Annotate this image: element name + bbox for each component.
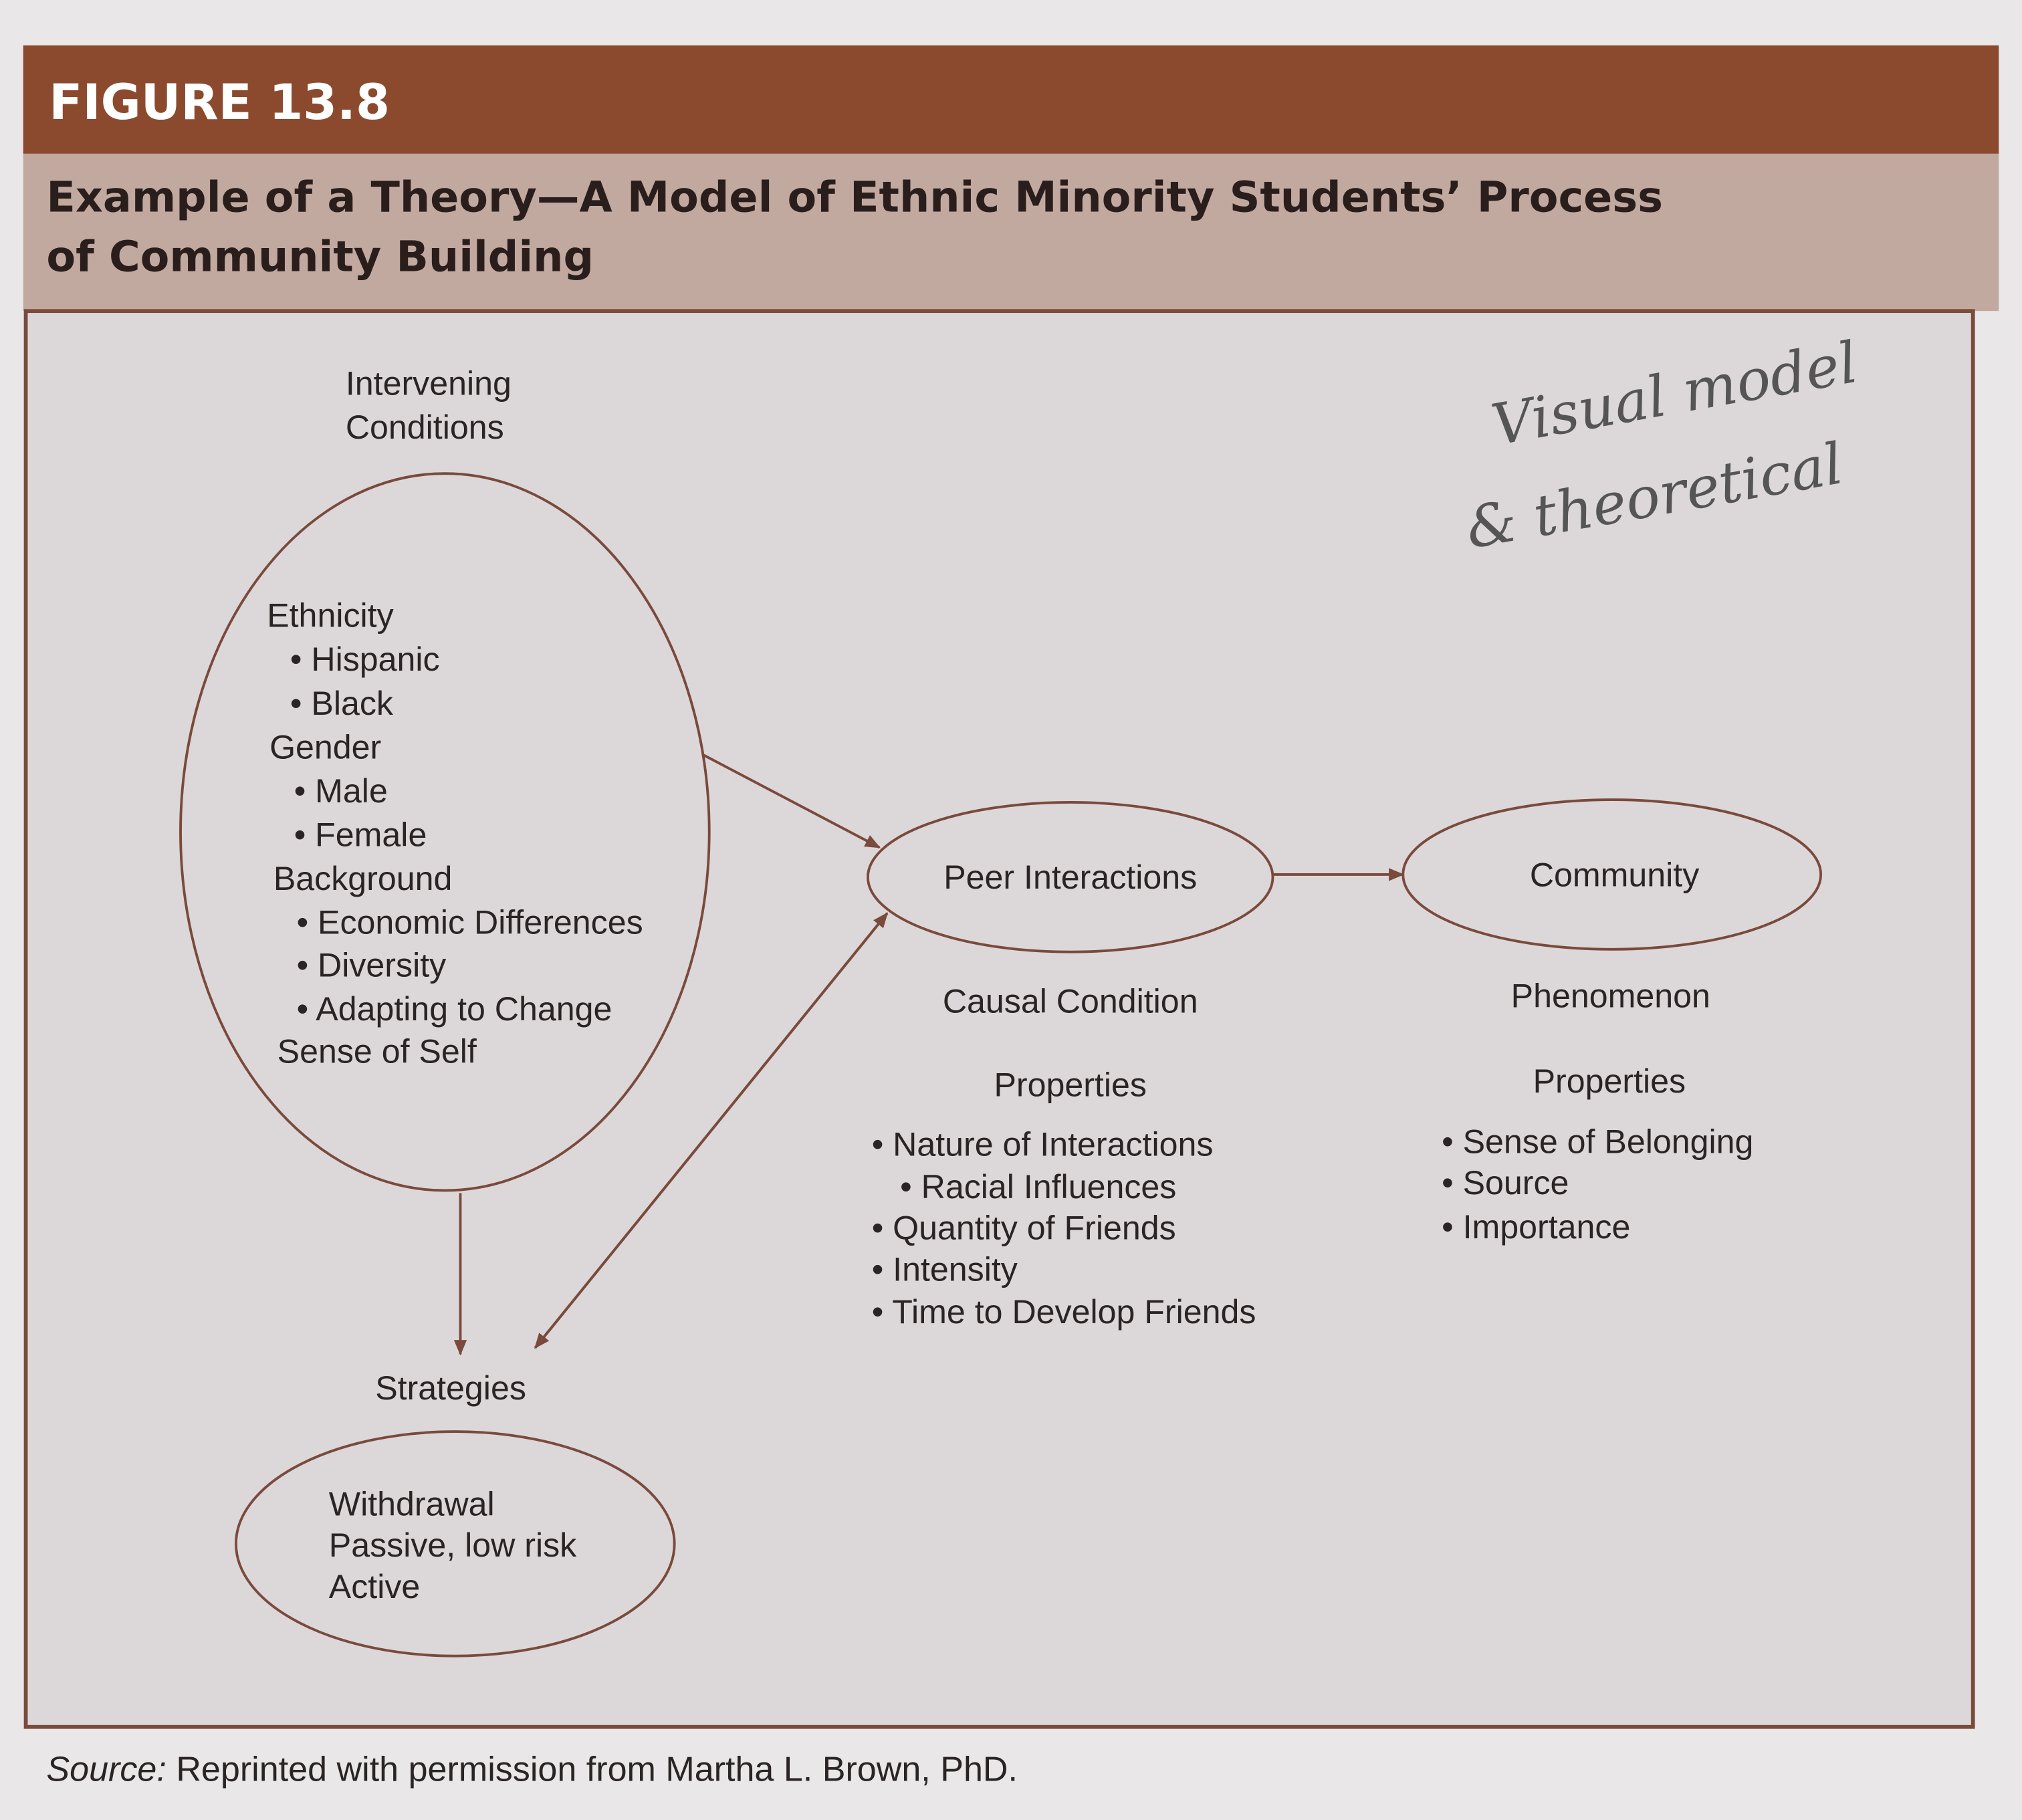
strategies-ellipse xyxy=(235,1430,676,1658)
intervening-item: Ethnicity xyxy=(267,597,393,635)
intervening-item: • Economic Differences xyxy=(297,904,643,941)
intervening-item: • Male xyxy=(294,772,388,810)
intervening-item: Sense of Self xyxy=(277,1033,477,1070)
arrow-strategies-to-peer xyxy=(534,912,889,1349)
intervening-item: • Adapting to Change xyxy=(297,990,612,1028)
phenomenon-properties-heading: Properties xyxy=(1533,1062,1686,1100)
strategy-item: Withdrawal xyxy=(329,1485,495,1522)
community-node: Community xyxy=(1530,856,1699,893)
intervening-item: • Diversity xyxy=(297,946,447,984)
intervening-label-2: Conditions xyxy=(346,409,504,446)
causal-property: • Time to Develop Friends xyxy=(872,1293,1256,1331)
causal-condition-label: Causal Condition xyxy=(943,982,1198,1020)
phenomenon-property: • Sense of Belonging xyxy=(1442,1123,1753,1161)
intervening-label-1: Intervening xyxy=(346,365,512,403)
phenomenon-property: • Importance xyxy=(1442,1208,1630,1246)
peer-interactions-node: Peer Interactions xyxy=(943,859,1197,896)
causal-property: • Quantity of Friends xyxy=(872,1210,1176,1247)
phenomenon-property: • Source xyxy=(1442,1164,1569,1202)
causal-properties-heading: Properties xyxy=(994,1066,1146,1104)
figure-body xyxy=(23,309,1975,1729)
intervening-item: • Black xyxy=(290,685,394,722)
peer-interactions-ellipse xyxy=(867,801,1274,953)
causal-property: • Nature of Interactions xyxy=(872,1125,1214,1163)
figure-header-bar xyxy=(23,45,1999,154)
strategy-item: Passive, low risk xyxy=(329,1526,577,1564)
intervening-conditions-ellipse xyxy=(179,472,711,1192)
source-text: Reprinted with permission from Martha L.… xyxy=(166,1750,1018,1789)
intervening-item: • Female xyxy=(294,816,427,854)
figure-title-line2: of Community Building xyxy=(46,232,594,281)
source-credit: Source: Reprinted with permission from M… xyxy=(46,1750,1018,1789)
intervening-item: • Hispanic xyxy=(290,641,440,678)
intervening-item: Background xyxy=(273,860,453,897)
intervening-item: Gender xyxy=(269,728,381,766)
arrow-intervening-to-peer xyxy=(702,753,881,849)
title-band xyxy=(23,153,1999,312)
figure-number: FIGURE 13.8 xyxy=(49,74,390,131)
causal-property: • Intensity xyxy=(872,1250,1018,1288)
source-prefix: Source: xyxy=(46,1750,166,1789)
figure-title-line1: Example of a Theory—A Model of Ethnic Mi… xyxy=(46,173,1663,223)
causal-property: • Racial Influences xyxy=(900,1168,1176,1206)
phenomenon-label: Phenomenon xyxy=(1511,978,1710,1015)
strategies-label: Strategies xyxy=(375,1369,526,1407)
strategy-item: Active xyxy=(329,1568,421,1605)
